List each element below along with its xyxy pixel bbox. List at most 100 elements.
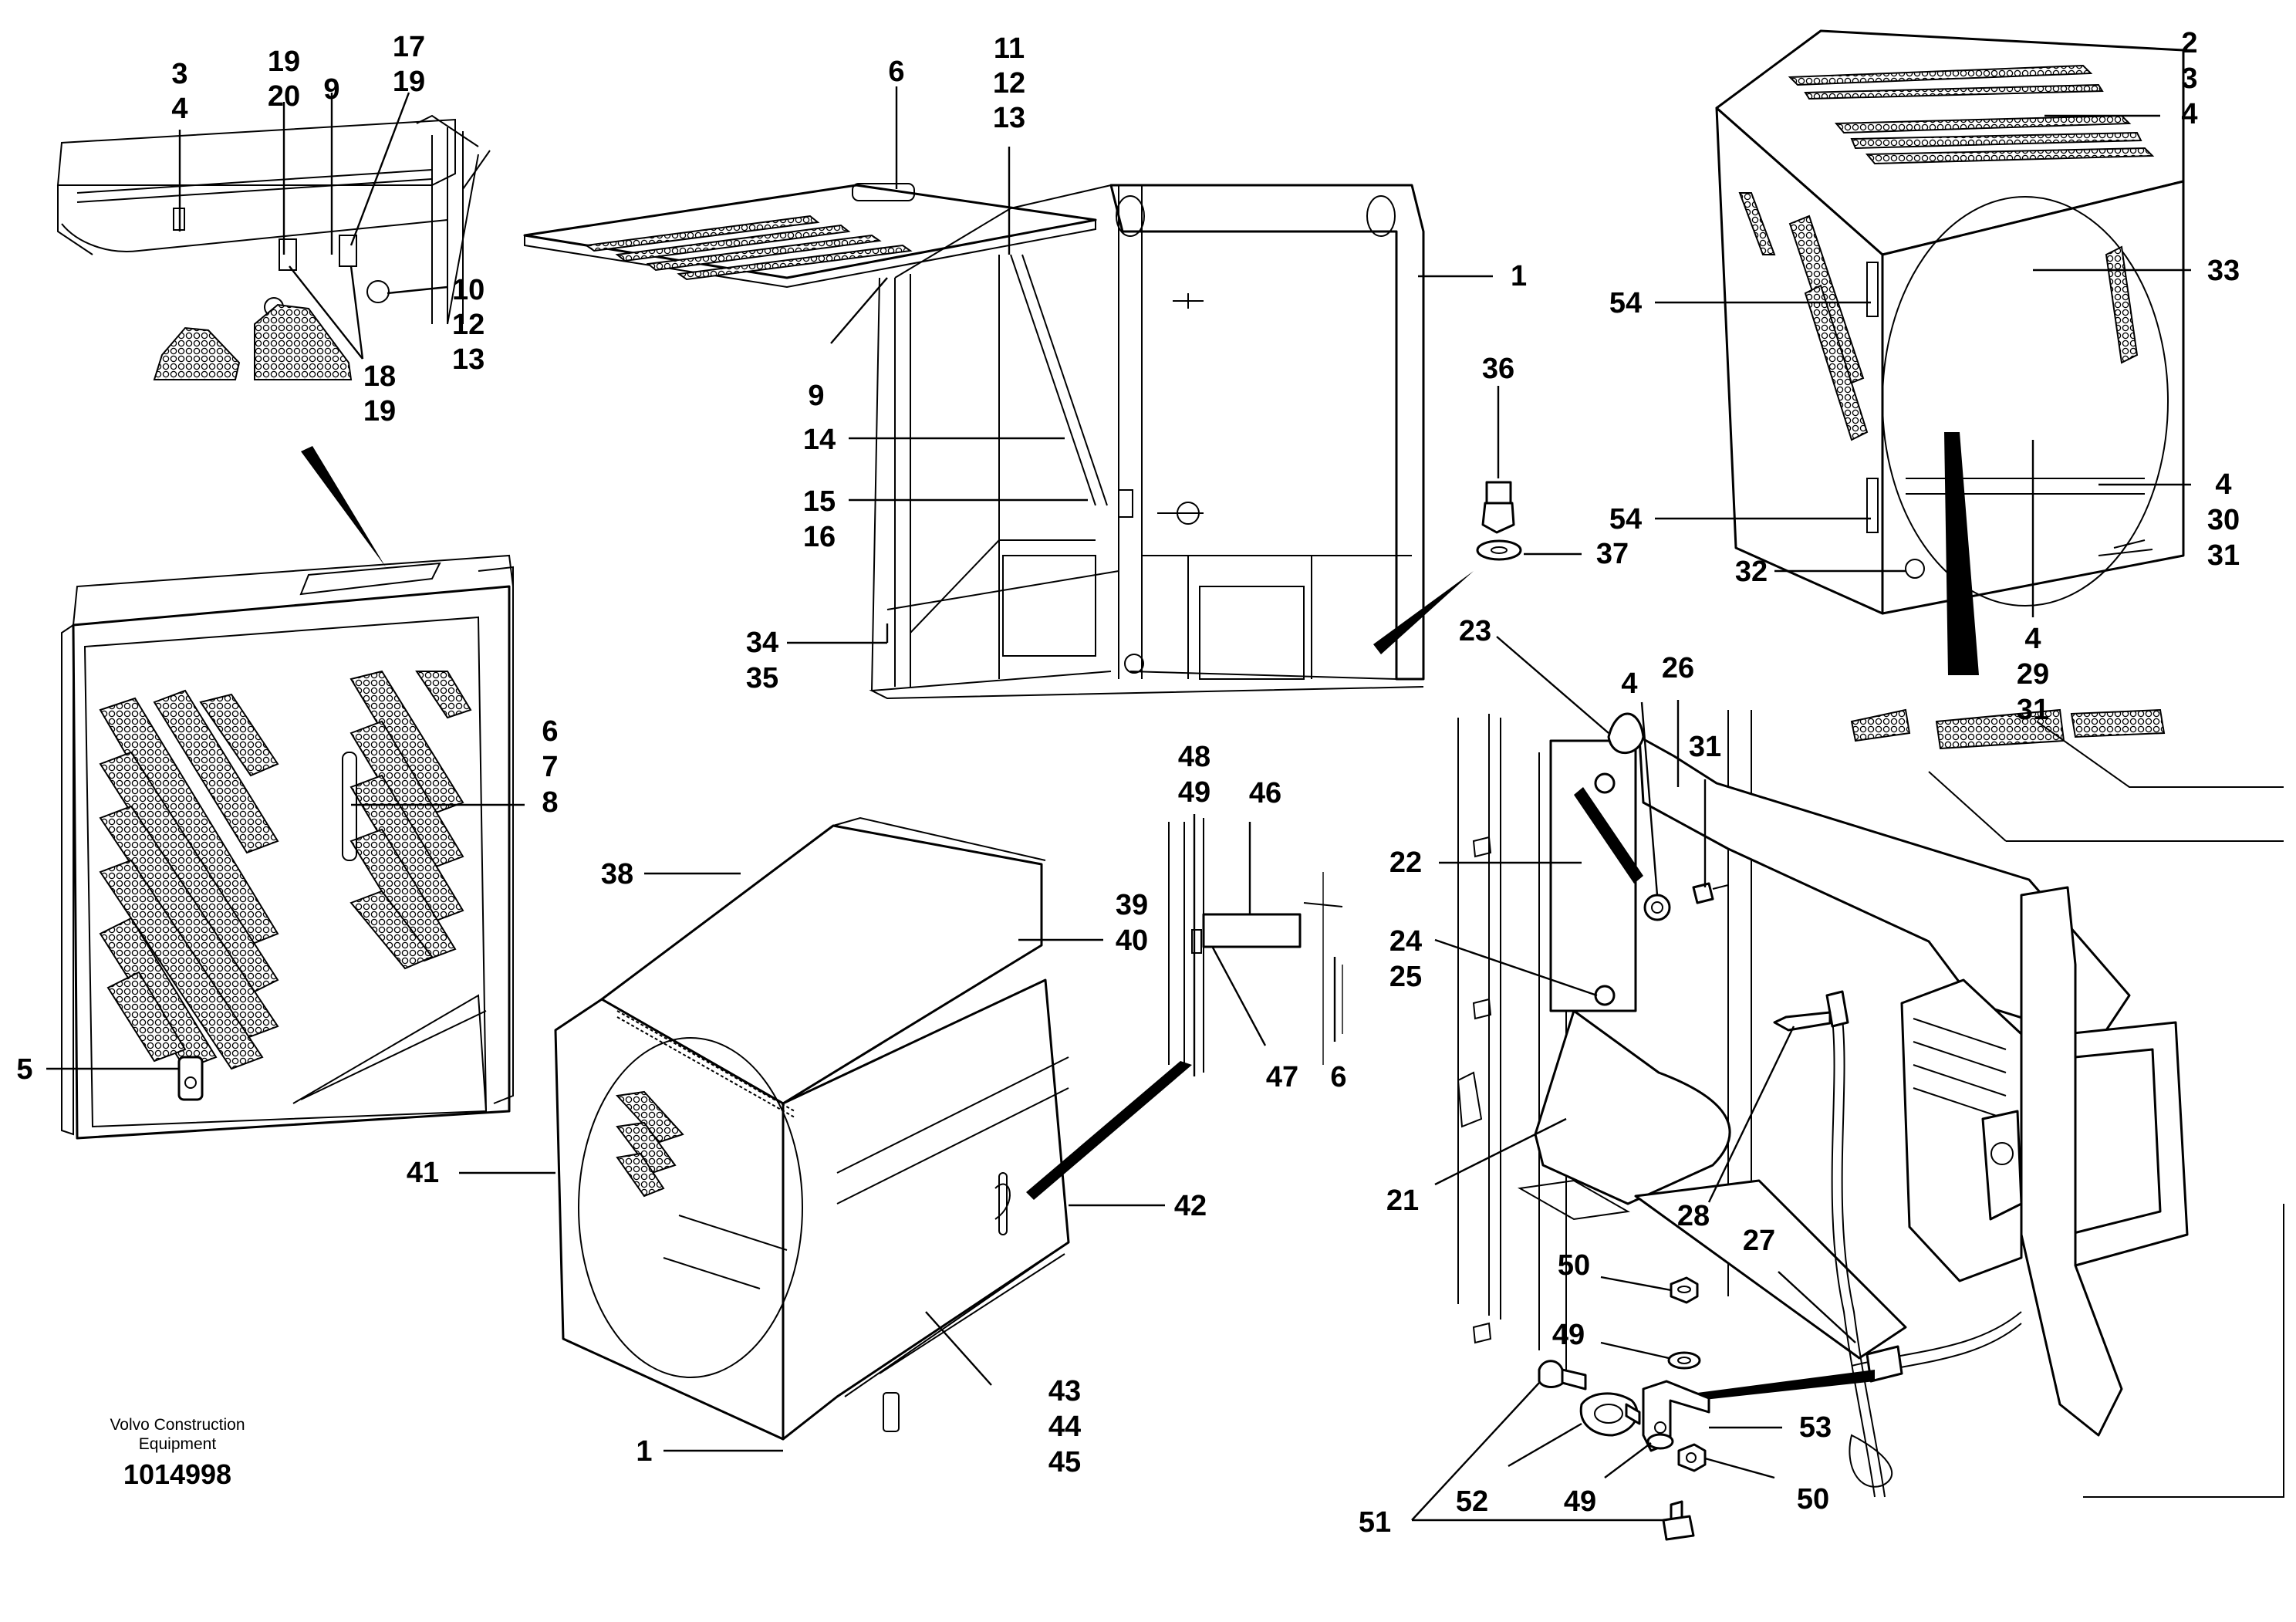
- callout-label: 41: [407, 1157, 439, 1189]
- leader-lines: [46, 86, 2191, 1522]
- plate-22: [1549, 739, 1637, 1012]
- callout-label: 28: [1677, 1200, 1710, 1232]
- hinge-detail-drawing: [1168, 818, 1343, 1073]
- brand-block: Volvo Construction Equipment 1014998: [110, 1416, 245, 1490]
- callout-pointer: [1574, 787, 1643, 884]
- post: [2020, 886, 2123, 1437]
- callout-label: 32: [1735, 556, 1768, 588]
- callout-pointer: [1026, 1061, 1192, 1200]
- hood-bottom-center-drawing: [554, 816, 1192, 1441]
- detail-top-left-drawing: [56, 114, 491, 567]
- lid-vents: [584, 215, 913, 281]
- nut-50-top: [1670, 1276, 1699, 1304]
- mesh-sample-2: [254, 303, 353, 380]
- fan-opening: [578, 1037, 803, 1378]
- frame-open-lid-drawing: [523, 183, 1474, 700]
- callout-pointer: [1373, 571, 1474, 654]
- callout-label: 50: [1797, 1483, 1829, 1516]
- callout-label: 1: [636, 1435, 652, 1468]
- roof-vents: [1788, 64, 2155, 165]
- callout-label: 51: [1359, 1506, 1391, 1539]
- bracket-assembly-drawing: [1457, 710, 2284, 1541]
- door-panel-drawing: [61, 554, 514, 1140]
- mesh-slots-left: [99, 689, 279, 1070]
- mesh-sample-3: [1850, 708, 2166, 750]
- brand-line-1: Volvo Construction: [110, 1416, 245, 1434]
- callout-label: 22: [1389, 846, 1422, 879]
- bolt-51-left: [1538, 1360, 1587, 1391]
- callout-label: 23: [1459, 615, 1491, 647]
- callout-label: 1: [1511, 260, 1527, 292]
- callout-label: 6: [888, 56, 904, 88]
- callout-label: 54: [1609, 287, 1642, 319]
- callout-label: 37: [1596, 538, 1629, 570]
- callout-label: 9: [323, 73, 339, 106]
- washer-49-top: [1667, 1351, 1701, 1370]
- callout-label: 38: [601, 858, 633, 890]
- callout-label: 49: [1552, 1319, 1585, 1351]
- callout-label: 27: [1743, 1225, 1775, 1257]
- gas-strut: [1010, 254, 1096, 506]
- callout-pointer: [1944, 432, 1979, 675]
- callout-label: 49: [1564, 1485, 1596, 1518]
- callout-label: 5: [16, 1053, 32, 1086]
- callout-label: 47: [1266, 1061, 1298, 1093]
- callout-label: 4: [1621, 667, 1637, 700]
- drawing-number: 1014998: [123, 1458, 231, 1490]
- callout-label: 21: [1386, 1184, 1419, 1217]
- callout-label: 6: [1330, 1061, 1346, 1093]
- bracket-53: [1642, 1380, 1710, 1452]
- bracket-21: [1534, 1009, 1731, 1205]
- callout-label: 46: [1249, 777, 1281, 809]
- callout-label: 26: [1662, 652, 1694, 684]
- ring-23: [1607, 712, 1645, 755]
- mesh-slots-right: [349, 670, 472, 970]
- callout-label: 33: [2207, 255, 2240, 287]
- callout-pointer: [301, 446, 386, 567]
- hood-front-panel: [782, 978, 1070, 1441]
- bolt-and-washer: [1476, 481, 1522, 561]
- clamp-52: [1579, 1392, 1641, 1437]
- cable: [1831, 1018, 1876, 1498]
- callout-label: 36: [1482, 353, 1514, 385]
- hood-top-right-drawing: [1715, 29, 2185, 750]
- side-vents: [1738, 192, 2139, 441]
- bolt-51-bottom: [1662, 1500, 1695, 1541]
- callout-pointer: [1697, 1370, 1875, 1401]
- callout-label: 42: [1174, 1190, 1207, 1222]
- mesh-sample-1: [153, 326, 241, 380]
- callout-label: 50: [1558, 1249, 1590, 1282]
- washer-49-bottom: [1646, 1433, 1674, 1450]
- callout-label: 53: [1799, 1411, 1832, 1444]
- brand-line-2: Equipment: [139, 1435, 217, 1453]
- bolt-28: [1773, 1011, 1832, 1032]
- internal-vents: [615, 1090, 684, 1198]
- plate-27: [1634, 1179, 1907, 1360]
- frame-rear: [1109, 184, 1425, 681]
- callout-label: 54: [1609, 503, 1642, 536]
- callout-label: 31: [1689, 731, 1721, 763]
- callout-label: 9: [808, 380, 824, 412]
- callout-label: 14: [803, 424, 836, 456]
- nut-50-bottom: [1677, 1443, 1707, 1472]
- callout-label: 52: [1456, 1485, 1488, 1518]
- fan-opening: [1882, 196, 2169, 607]
